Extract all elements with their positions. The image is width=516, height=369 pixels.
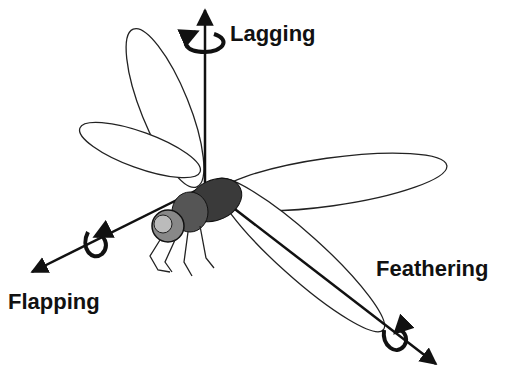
axis-label: Lagging — [230, 22, 316, 46]
fly-body — [150, 170, 249, 276]
axis-label: Flapping — [8, 290, 100, 314]
rotation-arrow — [85, 32, 406, 350]
wing — [74, 20, 450, 346]
axis-label: Feathering — [376, 257, 488, 281]
